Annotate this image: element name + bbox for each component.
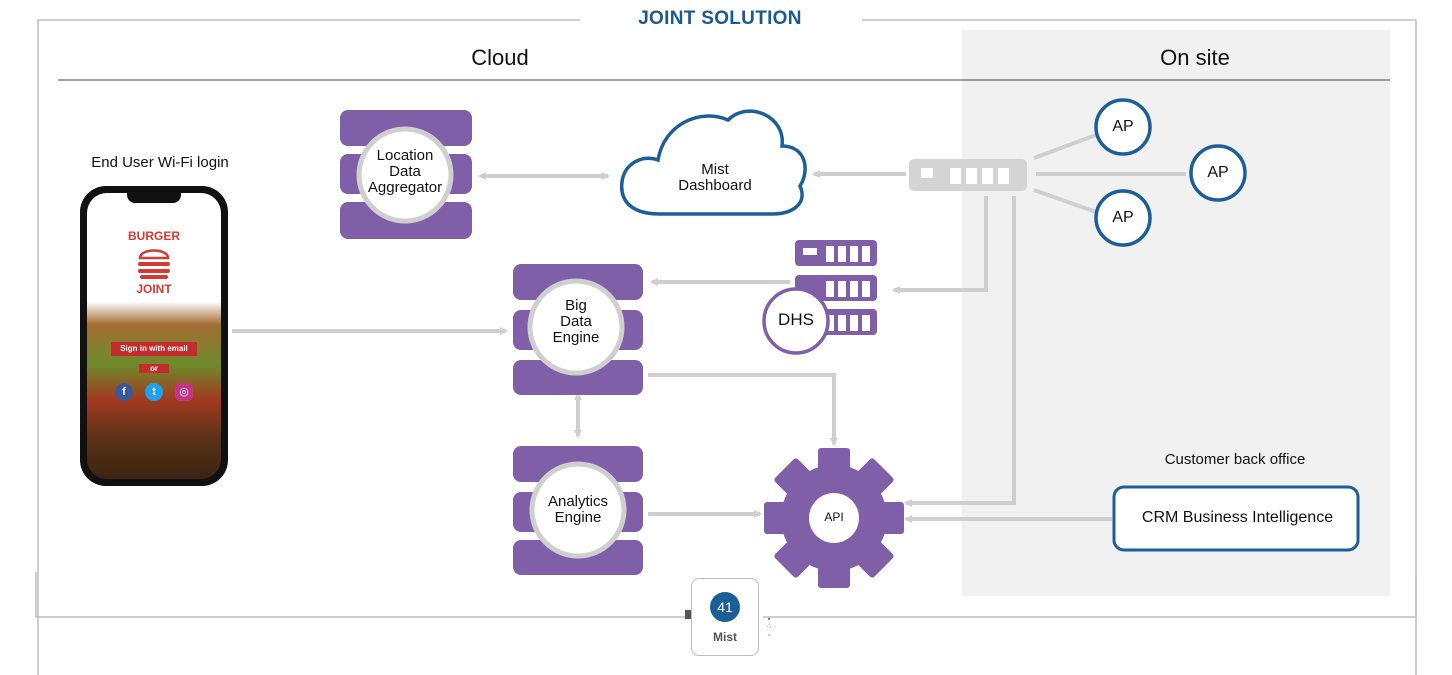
- api-label: API: [824, 510, 844, 524]
- or-text: or: [139, 364, 169, 373]
- brand-top-text: BURGER: [127, 229, 180, 243]
- instagram-icon[interactable]: ◎: [175, 383, 193, 401]
- crm-box: [1112, 485, 1360, 552]
- connector-lines: [232, 133, 1186, 523]
- big-data-engine-node: [513, 264, 643, 395]
- ap-circle-1: [1094, 98, 1152, 156]
- device-count-badge: 41: [710, 592, 740, 622]
- api-gear-icon: [764, 448, 904, 588]
- ap-circle-3: [1094, 189, 1152, 247]
- facebook-icon[interactable]: f: [115, 383, 133, 401]
- ap-label-3: AP: [1112, 209, 1134, 226]
- outer-frame: [37, 19, 1417, 675]
- ap-circle-2: [1189, 144, 1247, 202]
- analytics-engine-node: [513, 446, 643, 575]
- ap-label-2: AP: [1207, 164, 1229, 181]
- line-switch-ap3: [1033, 188, 1097, 214]
- arrow-bigdata-api: [648, 373, 838, 446]
- device-status-icons: ▪⁘◦: [766, 616, 772, 639]
- dhs-label: DHS: [778, 310, 814, 329]
- bottom-bracket: [35, 572, 1417, 618]
- phone-label: End User Wi-Fi login: [91, 154, 229, 171]
- signin-email-button[interactable]: Sign in with email: [111, 342, 197, 356]
- device-side-port: [685, 610, 691, 619]
- onsite-section-label: On site: [1160, 45, 1230, 70]
- mist-device-badge: 41 Mist: [691, 578, 759, 656]
- line-switch-ap1: [1033, 133, 1097, 160]
- crm-box-label: CRM Business Intelligence: [1141, 509, 1334, 526]
- mist-dashboard-cloud: [619, 109, 807, 216]
- diagram-title: JOINT SOLUTION: [580, 8, 860, 30]
- arrow-switch-dhs: [892, 196, 988, 294]
- dhs-circle: [762, 287, 830, 355]
- burger-logo-icon: [138, 249, 170, 279]
- dhs-server-slots: [803, 246, 870, 331]
- ap-label-1: AP: [1112, 118, 1134, 135]
- device-brand-label: Mist: [713, 630, 737, 644]
- customer-back-office-caption: Customer back office: [1164, 451, 1306, 468]
- brand-bottom-text: JOINT: [136, 282, 172, 296]
- twitter-icon[interactable]: t: [145, 383, 163, 401]
- location-aggregator-node: [340, 110, 472, 239]
- cloud-section-label: Cloud: [471, 45, 529, 70]
- phone-mockup: BURGER JOINT Sign in with email or f t ◎: [80, 186, 228, 486]
- arrow-switch-api: [904, 196, 1016, 507]
- phone-notch: [127, 193, 181, 203]
- phone-screen: BURGER JOINT Sign in with email or f t ◎: [87, 193, 221, 479]
- network-switch-icon: [909, 159, 1027, 191]
